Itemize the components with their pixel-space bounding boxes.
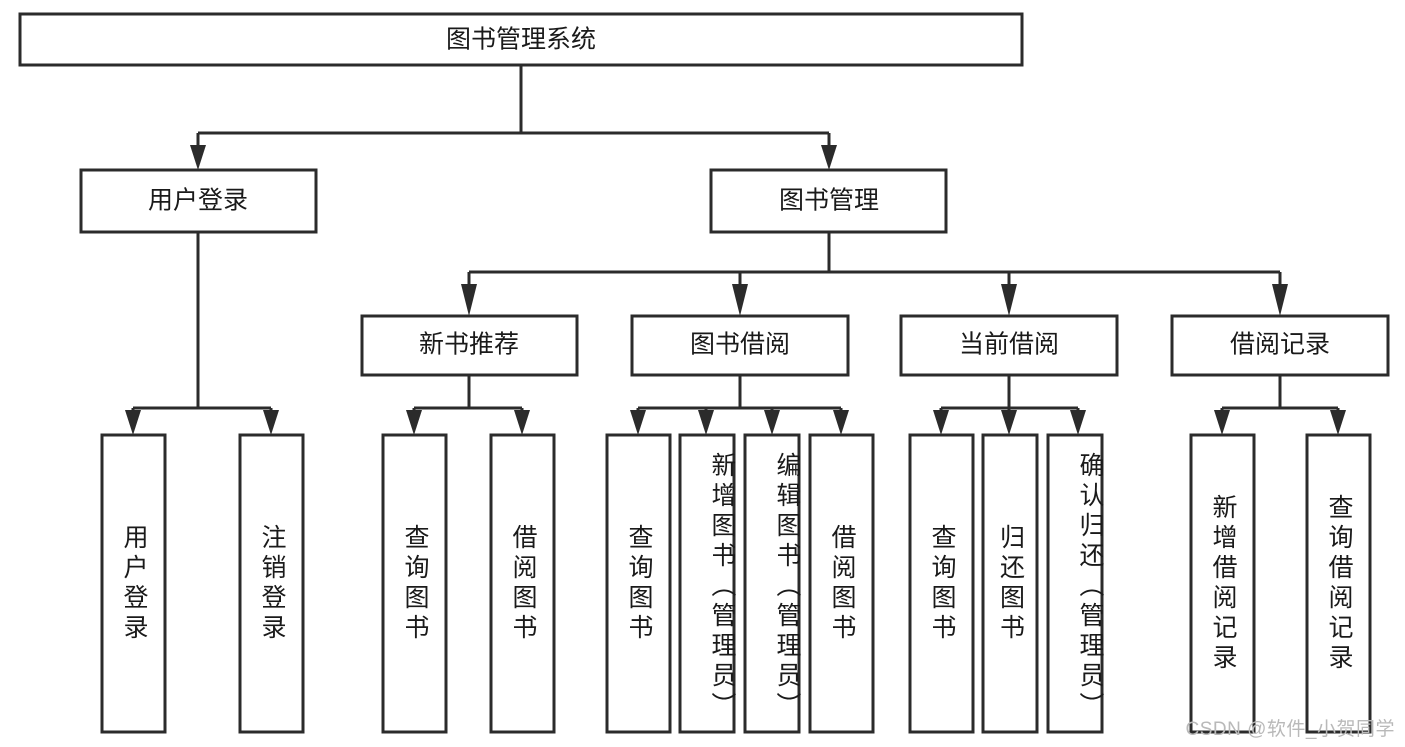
node-book-management-label: 图书管理 — [779, 187, 879, 215]
node-root[interactable] — [18, 12, 1024, 67]
arrowhead-leaf-user-login — [125, 410, 141, 435]
node-user-login-label: 用户登录 — [148, 187, 248, 215]
node-book-borrow-label: 图书借阅 — [690, 331, 790, 359]
arrowhead-nb-leaf-2 — [514, 410, 530, 435]
arrowhead-leaf-logout — [263, 410, 279, 435]
leaf-cb-query-book[interactable] — [908, 433, 975, 734]
leaf-br-add-record[interactable] — [1189, 433, 1256, 734]
node-user-login[interactable] — [79, 168, 318, 234]
arrowhead-nb-leaf-1 — [406, 410, 422, 435]
arrowhead-cb-leaf-3 — [1070, 410, 1086, 435]
connector-group — [125, 65, 1346, 435]
leaf-bb-query-book[interactable] — [605, 433, 672, 734]
node-root-label: 图书管理系统 — [446, 26, 596, 54]
node-new-book-recommend-label: 新书推荐 — [419, 331, 519, 359]
node-current-borrow-label: 当前借阅 — [959, 331, 1059, 359]
arrowhead-cb-leaf-1 — [933, 410, 949, 435]
arrowhead-bb-leaf-2 — [698, 410, 714, 435]
leaf-logout[interactable] — [238, 433, 305, 734]
node-current-borrow[interactable] — [899, 314, 1119, 377]
leaf-user-login[interactable] — [100, 433, 167, 734]
node-new-book-recommend[interactable] — [360, 314, 579, 377]
node-book-borrow[interactable] — [630, 314, 850, 377]
leaf-bb-add-book[interactable] — [678, 433, 736, 734]
node-book-management[interactable] — [709, 168, 948, 234]
leaf-cb-return-book[interactable] — [981, 433, 1039, 734]
arrowhead-user-login — [190, 145, 206, 170]
arrowhead-cb-leaf-2 — [1001, 410, 1017, 435]
leaf-nb-query-book[interactable] — [381, 433, 448, 734]
leaf-cb-confirm-return[interactable] — [1046, 433, 1104, 734]
arrowhead-new-book — [461, 284, 477, 316]
arrowhead-book-borrow — [732, 284, 748, 316]
arrowhead-bb-leaf-3 — [764, 410, 780, 435]
leaf-bb-borrow-book[interactable] — [808, 433, 875, 734]
arrowhead-book-mgmt — [821, 145, 837, 170]
node-borrow-record[interactable] — [1170, 314, 1390, 377]
leaf-nb-borrow-book[interactable] — [489, 433, 556, 734]
arrowhead-bb-leaf-1 — [630, 410, 646, 435]
node-borrow-record-label: 借阅记录 — [1230, 331, 1330, 359]
arrowhead-br-leaf-2 — [1330, 410, 1346, 435]
leaf-bb-edit-book[interactable] — [743, 433, 801, 734]
arrowhead-borrow-record — [1272, 284, 1288, 316]
node-group: 图书管理系统 用户登录 图书管理 新书推荐 图书借阅 当前借阅 借阅记录 — [18, 12, 1390, 734]
arrowhead-bb-leaf-4 — [833, 410, 849, 435]
arrowhead-br-leaf-1 — [1214, 410, 1230, 435]
arrowhead-current-borrow — [1001, 284, 1017, 316]
csdn-watermark: CSDN @软件_小贺同学 — [1185, 719, 1395, 740]
leaf-br-query-record[interactable] — [1305, 433, 1372, 734]
